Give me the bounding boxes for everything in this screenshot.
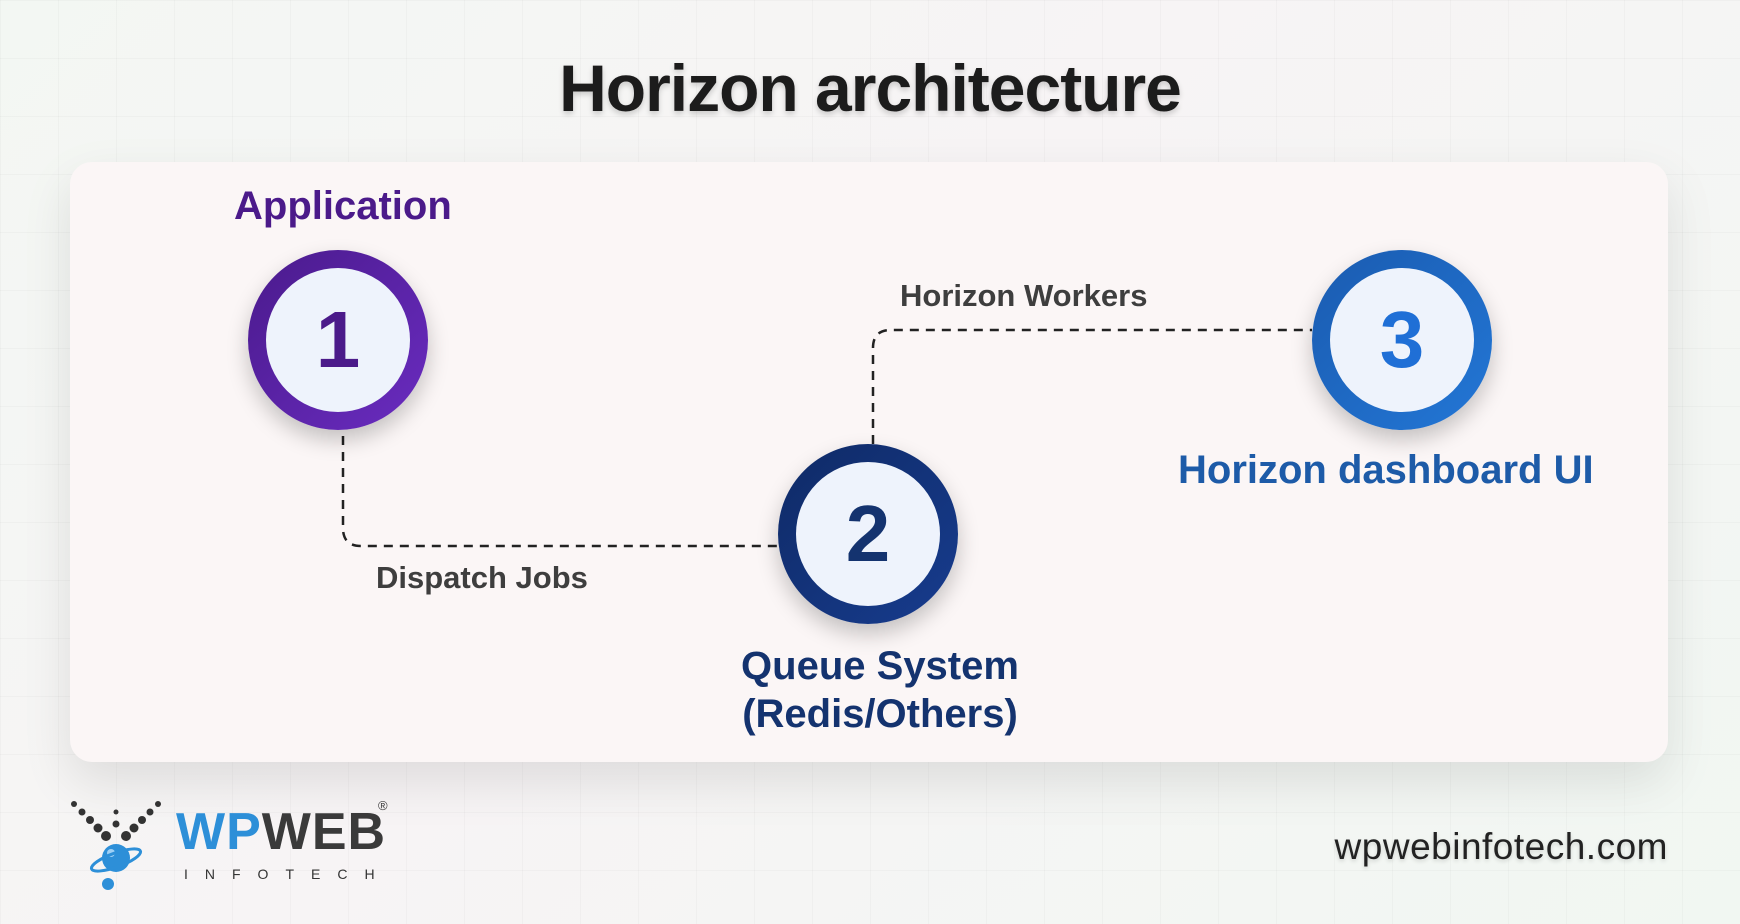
step-2-circle: 2 (778, 444, 958, 624)
website-url: wpwebinfotech.com (1334, 826, 1668, 867)
logo-subtitle: INFOTECH (184, 866, 392, 882)
logo-web-text: WEB (261, 803, 387, 861)
page-title: Horizon architecture (559, 51, 1182, 125)
step-2-number: 2 (796, 462, 940, 606)
queue-system-label-line2: (Redis/Others) (742, 692, 1018, 736)
step-1-circle: 1 (248, 250, 428, 430)
application-label: Application (234, 184, 452, 228)
horizon-workers-label: Horizon Workers (900, 278, 1148, 313)
dashboard-label: Horizon dashboard UI (1178, 448, 1594, 492)
queue-system-label: Queue System (Redis/Others) (700, 642, 1060, 738)
dispatch-jobs-connector (341, 436, 778, 548)
queue-system-label-line1: Queue System (741, 644, 1019, 688)
step-3-number: 3 (1330, 268, 1474, 412)
step-1-number: 1 (266, 268, 410, 412)
dispatch-jobs-label: Dispatch Jobs (376, 560, 588, 595)
logo-mark-icon (71, 801, 161, 890)
wpweb-logo: WPWEB ® INFOTECH (68, 796, 408, 896)
step-3-circle: 3 (1312, 250, 1492, 430)
horizon-workers-connector (871, 328, 1312, 444)
registered-mark: ® (378, 798, 388, 813)
logo-wordmark: WPWEB (176, 804, 386, 860)
logo-wp-text: WP (176, 803, 262, 861)
